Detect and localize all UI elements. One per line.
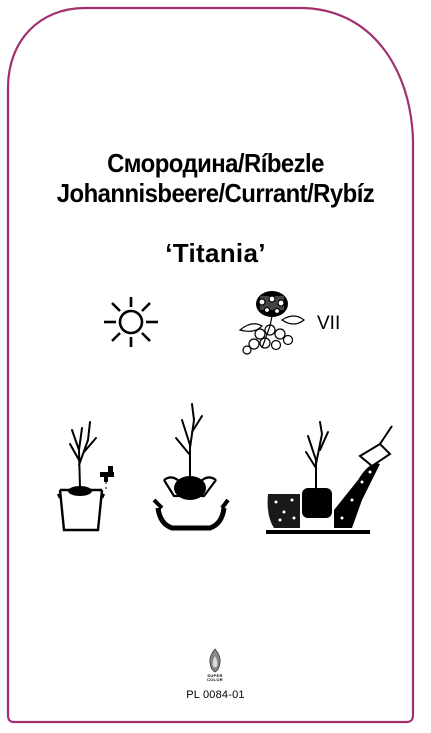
species-title-line-1: Смородина/Ríbezle (107, 148, 324, 178)
sun-icon (104, 297, 158, 347)
harvest-month: VII (317, 313, 341, 334)
plant-in-hole-icon (152, 403, 230, 531)
product-code: PL 0084-01 (186, 689, 245, 701)
currant-fruit-icon (238, 291, 305, 355)
flame-logo-icon (209, 648, 221, 673)
variety-name: ‘Titania’ (165, 238, 266, 268)
plant-in-bucket-icon (56, 421, 114, 532)
planting-with-soil-icon (266, 421, 393, 534)
brand-logo-text: SUPER COLOR (207, 673, 223, 682)
species-title-line-2: Johannisbeere/Currant/Rybíz (56, 178, 375, 208)
